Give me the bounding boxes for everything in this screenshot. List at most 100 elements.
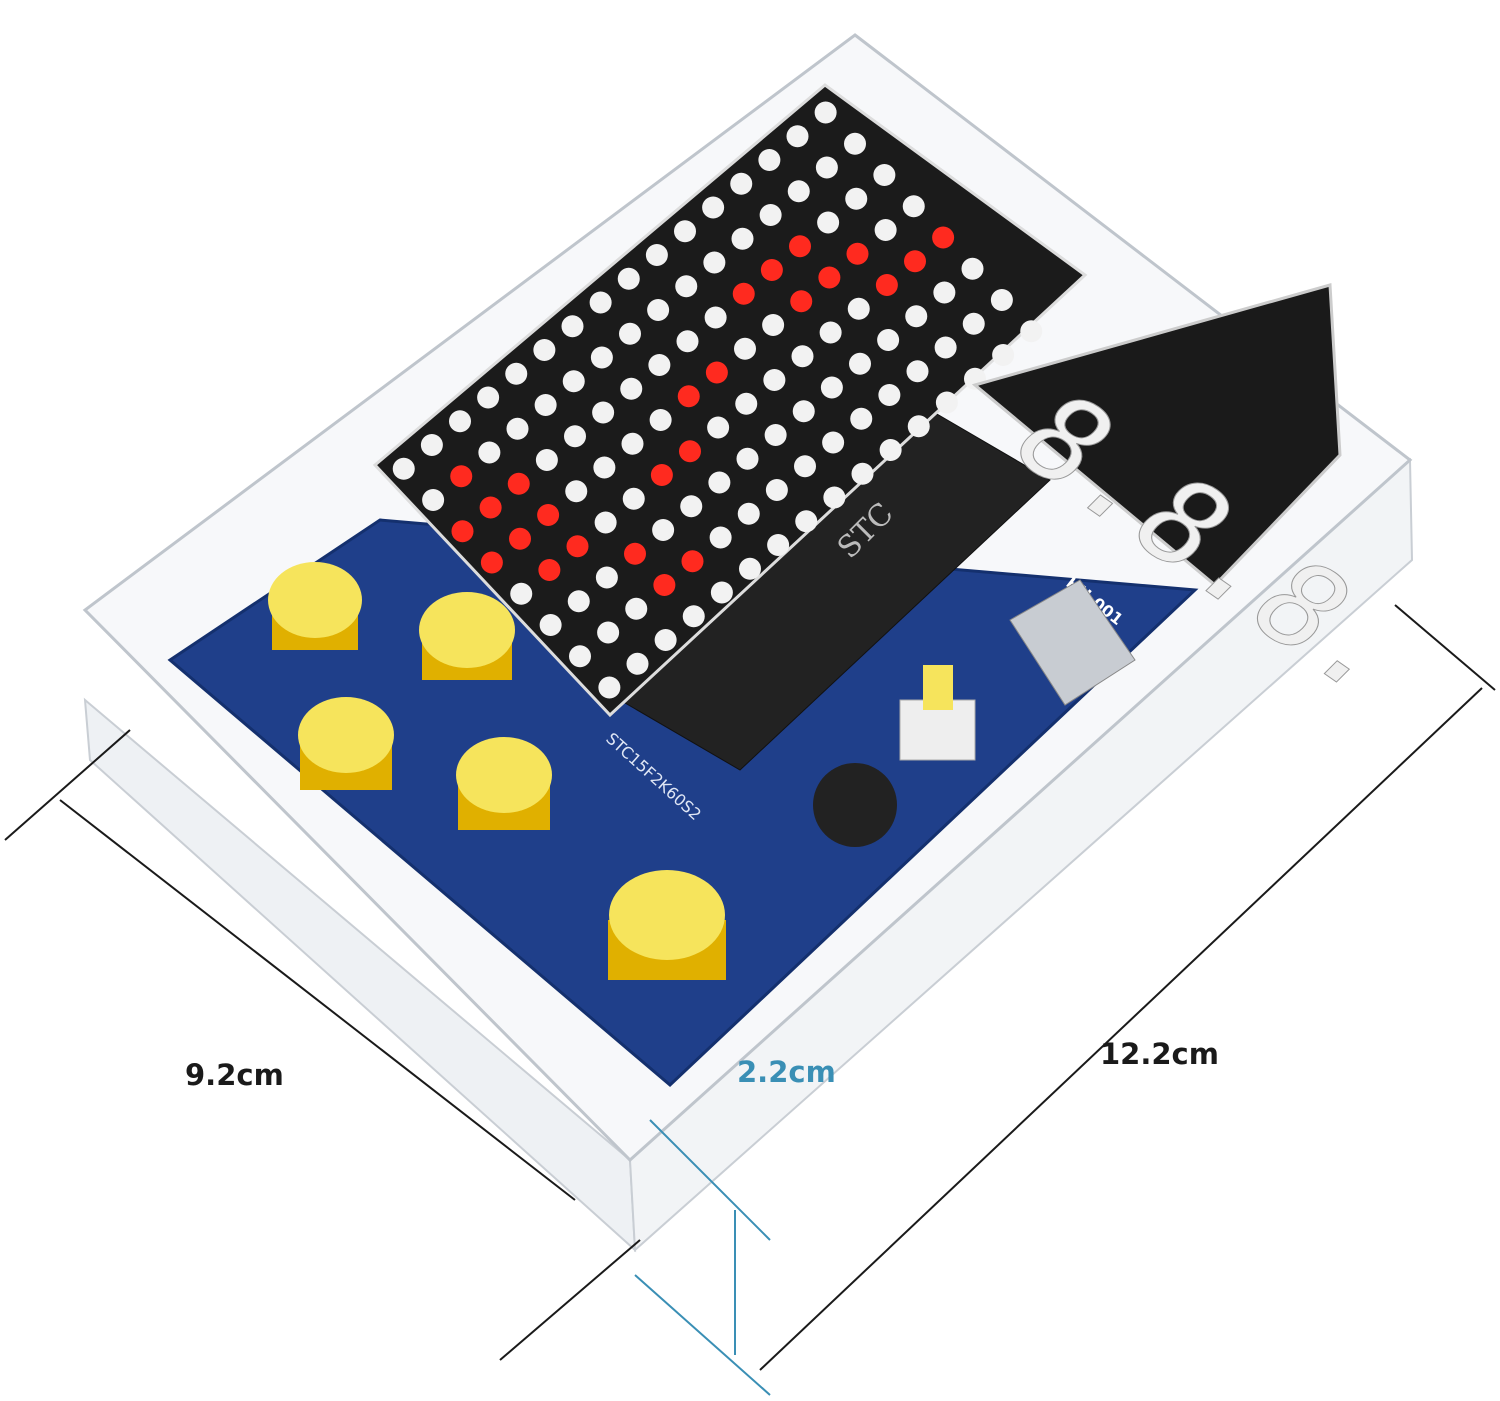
led-dot — [819, 321, 842, 344]
led-dot — [477, 386, 500, 409]
led-dot — [565, 480, 588, 503]
led-dot — [762, 314, 785, 336]
led-dot — [933, 281, 956, 304]
led-dot — [480, 551, 503, 574]
button-right[interactable] — [419, 592, 515, 680]
led-dot — [710, 581, 733, 604]
led-dot — [902, 195, 925, 218]
led-dot — [814, 101, 837, 124]
led-dot — [535, 449, 558, 471]
led-dot — [739, 557, 761, 580]
led-dot — [791, 345, 814, 368]
led-dot — [676, 330, 699, 353]
button-left[interactable] — [298, 697, 394, 790]
power-switch[interactable] — [899, 665, 976, 761]
led-dot — [904, 250, 926, 273]
led-dot — [730, 172, 753, 195]
led-dot — [707, 416, 730, 439]
led-dot — [539, 614, 562, 636]
button-down[interactable] — [456, 737, 552, 830]
led-dot — [562, 370, 585, 393]
led-dot — [625, 597, 648, 620]
length-label: 12.2cm — [1100, 1037, 1219, 1071]
led-dot — [598, 676, 621, 699]
led-dot — [874, 219, 897, 241]
led-dot — [567, 590, 590, 613]
led-dot — [510, 582, 533, 605]
led-dot — [990, 289, 1013, 311]
led-dot — [820, 376, 843, 399]
led-dot — [823, 486, 846, 509]
led-dot — [537, 504, 560, 526]
led-dot — [875, 274, 898, 296]
led-dot — [786, 125, 809, 148]
led-dot — [878, 384, 901, 406]
led-dot — [621, 432, 644, 455]
button-up[interactable] — [268, 562, 362, 650]
led-dot — [794, 455, 816, 478]
led-dot — [844, 132, 866, 155]
led-dot — [704, 306, 727, 329]
led-dot — [847, 297, 870, 320]
led-dot — [647, 299, 670, 321]
led-dot — [594, 511, 617, 534]
led-dot — [703, 251, 726, 274]
led-dot — [652, 519, 675, 541]
led-dot — [815, 156, 838, 179]
led-dot — [822, 431, 845, 454]
led-dot — [818, 266, 841, 289]
width-label: 9.2cm — [185, 1058, 284, 1092]
led-dot — [538, 559, 561, 581]
led-dot — [765, 479, 788, 501]
led-dot — [873, 164, 896, 186]
led-dot — [705, 361, 728, 384]
led-dot — [879, 439, 902, 461]
led-dot — [763, 369, 786, 391]
led-dot — [534, 394, 557, 416]
led-dot — [935, 391, 958, 414]
led-dot — [648, 354, 671, 376]
led-dot — [702, 196, 725, 219]
led-dot — [592, 401, 615, 424]
led-dot — [564, 425, 586, 448]
led-dot — [792, 400, 815, 423]
led-dot — [622, 487, 645, 510]
led-dot — [795, 510, 818, 533]
led-dot — [506, 417, 529, 440]
led-dot — [759, 204, 782, 226]
led-dot — [731, 227, 754, 250]
led-dot — [478, 441, 501, 464]
led-dot — [736, 447, 759, 470]
led-dot — [420, 434, 443, 456]
led-dot — [617, 267, 640, 290]
led-dot — [451, 520, 474, 543]
led-dot — [906, 360, 929, 383]
led-dot — [732, 282, 755, 305]
led-dot — [597, 621, 620, 644]
height-label: 2.2cm — [737, 1055, 836, 1089]
led-dot — [561, 315, 584, 338]
led-dot — [650, 464, 673, 486]
led-dot — [533, 339, 556, 361]
usb-port — [1009, 579, 1136, 706]
led-dot — [851, 462, 874, 485]
led-dot — [735, 392, 758, 415]
led-dot — [734, 337, 756, 360]
led-dot — [626, 652, 649, 675]
led-dot — [392, 457, 415, 480]
led-dot — [992, 344, 1015, 366]
led-dot — [680, 495, 703, 518]
led-dot — [877, 329, 900, 351]
led-dot — [674, 220, 696, 243]
led-dot — [787, 180, 810, 203]
led-dot — [569, 645, 591, 668]
led-dot — [758, 149, 781, 171]
led-dot — [479, 496, 502, 519]
dimension-lines — [4, 604, 1496, 1371]
height-dimension-lines — [634, 1119, 771, 1396]
button-action[interactable] — [608, 870, 726, 980]
led-dot — [422, 489, 445, 511]
led-dot — [790, 290, 813, 313]
led-dot — [905, 305, 928, 328]
